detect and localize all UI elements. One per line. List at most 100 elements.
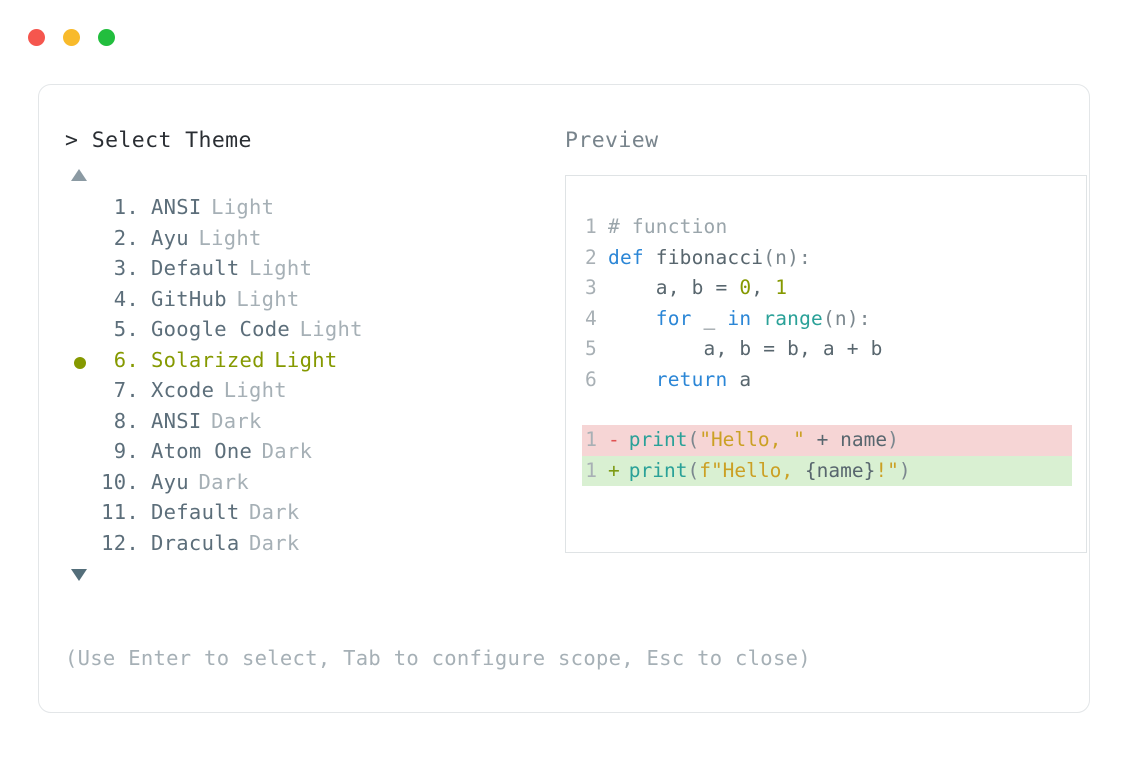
theme-list-item[interactable]: 9. Atom One Dark	[65, 439, 535, 470]
code-token: a, b = b, a + b	[608, 337, 883, 360]
code-line-text: for _ in range(n):	[608, 304, 1072, 335]
diff-block: 1-print("Hello, " + name)1+print(f"Hello…	[566, 425, 1086, 486]
code-line-number: 2	[585, 245, 597, 269]
code-token: print	[628, 428, 688, 451]
code-token: in	[727, 306, 752, 330]
code-token: (n):	[822, 306, 871, 330]
theme-item-variant: Light	[236, 286, 300, 311]
code-token: (	[687, 428, 700, 451]
page-title: > Select Theme	[65, 127, 535, 155]
code-token	[751, 307, 763, 330]
theme-item-name: Google Code	[151, 317, 291, 341]
code-preview-panel: 1 # function 2 def fibonacci(n): 3 a, b = 0,…	[565, 175, 1087, 553]
scroll-up-icon[interactable]	[71, 169, 87, 181]
minimize-window-button[interactable]	[63, 29, 80, 46]
theme-item-variant: Dark	[261, 439, 313, 463]
code-token: )	[887, 428, 899, 451]
selection-bullet-cell	[65, 226, 95, 257]
code-token: (	[687, 458, 700, 482]
theme-item-variant: Light	[211, 195, 275, 219]
theme-item-variant: Light	[223, 378, 287, 402]
selection-bullet-cell	[65, 287, 95, 318]
diff-line-text: print(f"Hello, {name}!")	[629, 456, 1072, 487]
theme-item-variant: Light	[249, 256, 313, 280]
code-token: _	[691, 306, 728, 330]
page-title-text: Select Theme	[91, 128, 252, 153]
theme-item-name: Ayu	[151, 225, 189, 250]
code-token: a, b =	[608, 276, 740, 299]
theme-item-number: 4.	[113, 286, 139, 311]
code-line: 1 # function	[582, 212, 1072, 243]
code-token: 1	[775, 276, 788, 299]
selection-bullet-cell	[65, 531, 95, 562]
code-line-text: return a	[608, 365, 1072, 396]
code-line-number: 3	[585, 276, 597, 299]
code-line-text: a, b = 0, 1	[608, 273, 1072, 304]
theme-item-name: Atom One	[151, 439, 253, 463]
code-line-number: 4	[585, 306, 597, 330]
code-token: "Hello, "	[699, 428, 805, 451]
theme-list-item[interactable]: 2. Ayu Light	[65, 226, 535, 257]
diff-line-number: 1	[585, 458, 597, 482]
theme-item-variant: Light	[198, 225, 262, 250]
diff-line-number: 1	[585, 428, 597, 451]
theme-item-number: 6.	[113, 347, 139, 372]
code-token: print	[628, 458, 688, 482]
code-token: # function	[608, 215, 728, 238]
code-line: 5 a, b = b, a + b	[582, 334, 1072, 365]
theme-list-item[interactable]: 7. Xcode Light	[65, 378, 535, 409]
selection-bullet-cell	[65, 409, 95, 440]
theme-item-number: 9.	[113, 439, 139, 463]
scroll-down-icon[interactable]	[71, 569, 87, 581]
theme-item-number: 10.	[101, 469, 139, 494]
window-traffic-lights	[28, 29, 115, 46]
code-token: range	[763, 306, 823, 330]
theme-item-number: 5.	[113, 317, 139, 341]
code-token: 0	[739, 276, 752, 299]
theme-item-number: 7.	[113, 378, 139, 402]
code-block: 1 # function 2 def fibonacci(n): 3 a, b = 0,…	[566, 212, 1086, 395]
code-line-number: 6	[585, 367, 597, 391]
theme-item-name: Xcode	[151, 378, 215, 402]
selection-bullet-cell	[65, 470, 95, 501]
code-line-text: def fibonacci(n):	[608, 243, 1072, 274]
theme-item-name: ANSI	[151, 408, 202, 433]
close-window-button[interactable]	[28, 29, 45, 46]
theme-item-number: 3.	[113, 256, 139, 280]
theme-item-name: Ayu	[151, 469, 189, 494]
code-line: 4 for _ in range(n):	[582, 304, 1072, 335]
code-token	[608, 368, 656, 391]
code-line-number: 1	[585, 215, 597, 238]
theme-item-number: 8.	[113, 408, 139, 433]
theme-item-name: Default	[151, 500, 240, 524]
code-token: f"Hello,	[699, 458, 805, 482]
prompt-caret: >	[65, 128, 79, 153]
code-line-text: # function	[608, 212, 1072, 243]
maximize-window-button[interactable]	[98, 29, 115, 46]
theme-item-variant: Light	[274, 347, 338, 372]
code-token: ,	[751, 276, 776, 299]
code-token: def	[608, 245, 644, 269]
theme-item-variant: Dark	[249, 500, 300, 524]
selection-bullet-cell	[65, 317, 95, 348]
theme-item-name: ANSI	[151, 195, 202, 219]
code-token: + name	[804, 428, 888, 451]
code-line: 2 def fibonacci(n):	[582, 243, 1072, 274]
selection-bullet-cell	[65, 500, 95, 531]
theme-item-number: 2.	[113, 225, 139, 250]
selection-bullet-cell	[65, 195, 95, 226]
code-line: 6 return a	[582, 365, 1072, 396]
code-token: for	[655, 306, 692, 330]
